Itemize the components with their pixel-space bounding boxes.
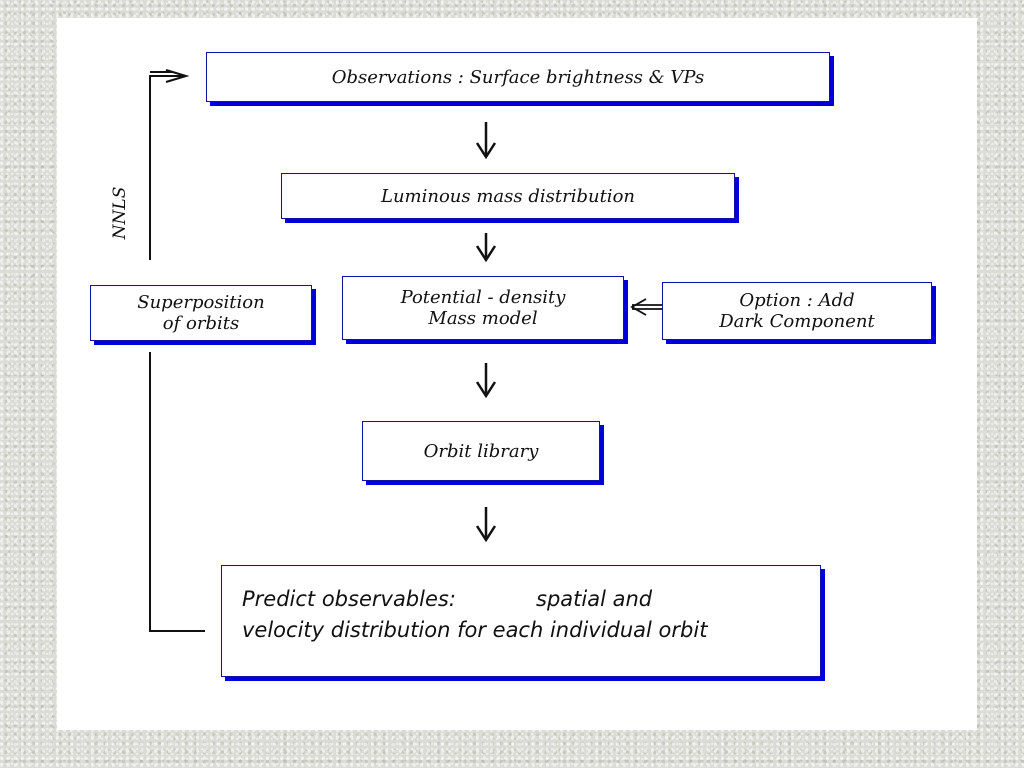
nnls-label: NNLS [110, 186, 130, 240]
node-observations-label: Observations : Surface brightness & VPs [331, 66, 705, 88]
node-dark-component-option: Option : Add Dark Component [662, 282, 932, 340]
node-luminous-mass-label: Luminous mass distribution [381, 185, 635, 207]
node-observations: Observations : Surface brightness & VPs [206, 52, 830, 102]
node-potential-density-label: Potential - density Mass model [400, 287, 566, 329]
node-predict-line2: velocity distribution for each individua… [242, 618, 708, 642]
connector-superposition-to-observations [149, 69, 190, 260]
node-potential-density: Potential - density Mass model [342, 276, 624, 340]
arrow-luminous-to-potential [475, 233, 497, 263]
node-luminous-mass: Luminous mass distribution [281, 173, 735, 219]
node-superposition: Superposition of orbits [90, 285, 312, 341]
node-dark-component-option-label: Option : Add Dark Component [719, 290, 875, 332]
node-orbit-library: Orbit library [362, 421, 600, 481]
node-orbit-library-label: Orbit library [423, 440, 539, 462]
connector-predict-to-superposition [149, 352, 205, 632]
arrow-orbit-library-to-predict [475, 507, 497, 543]
node-predict-observables: Predict observables: spatial and velocit… [221, 565, 821, 677]
arrow-potential-to-orbit-library [475, 363, 497, 399]
node-predict-line1: Predict observables: spatial and [242, 587, 653, 611]
arrow-observations-to-luminous [475, 122, 497, 160]
arrow-option-to-potential [630, 298, 664, 316]
node-superposition-label: Superposition of orbits [137, 292, 265, 334]
